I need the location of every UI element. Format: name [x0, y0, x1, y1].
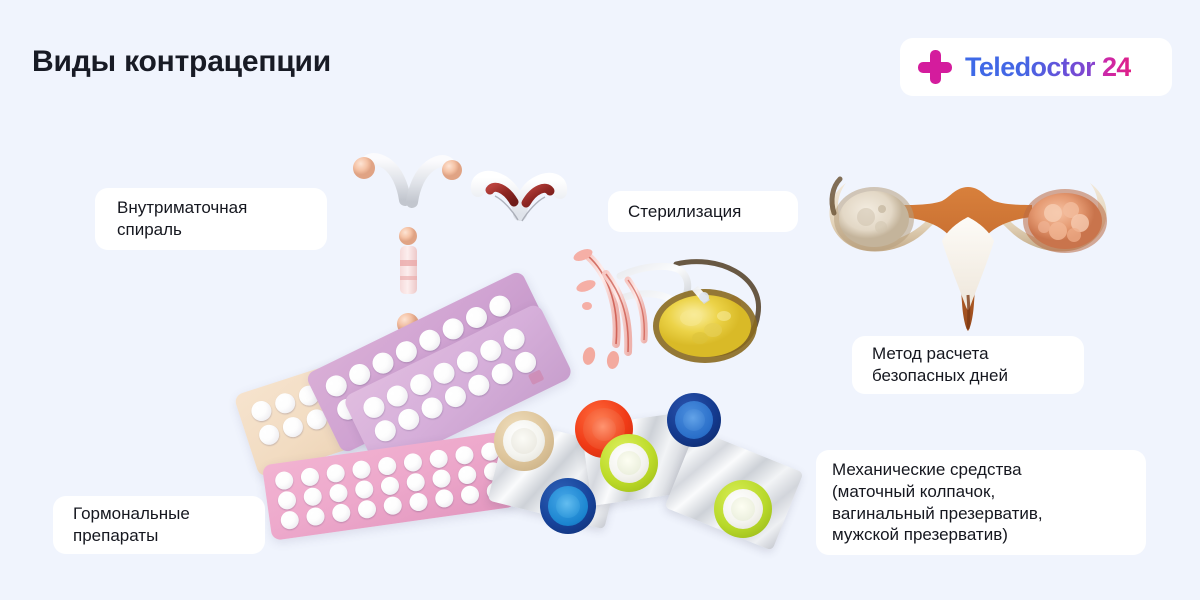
callout-hormonal-label: Гормональные препараты — [73, 504, 190, 545]
blister-batch-mark — [527, 369, 545, 386]
brand-number: 24 — [1102, 51, 1131, 82]
tubal-ligation-diagram — [558, 248, 778, 390]
condom-navy — [667, 393, 721, 447]
condom-green-right — [714, 480, 772, 538]
medical-cross-icon — [918, 50, 952, 84]
callout-iud: Внутриматочная спираль — [95, 188, 327, 250]
condom-blue — [540, 478, 596, 534]
callout-mechanical: Механические средства (маточный колпачок… — [816, 450, 1146, 555]
callout-iud-label: Внутриматочная спираль — [117, 198, 248, 239]
iud-copper-t-illustration — [345, 148, 475, 358]
callout-safe-days-label: Метод расчета безопасных дней — [872, 344, 1008, 385]
callout-sterilization: Стерилизация — [608, 191, 798, 232]
page-title: Виды контрацепции — [32, 45, 332, 78]
callout-mechanical-label: Механические средства (маточный колпачок… — [832, 460, 1043, 545]
callout-sterilization-label: Стерилизация — [628, 201, 742, 221]
condom-green-left — [600, 434, 658, 492]
condom-red — [575, 400, 633, 458]
uterus-cross-section-illustration — [818, 143, 1118, 333]
callout-safe-days: Метод расчета безопасных дней — [852, 336, 1084, 394]
condom-beige — [494, 411, 554, 471]
brand-name: Teledoctor — [965, 51, 1096, 82]
callout-hormonal: Гормональные препараты — [53, 496, 265, 554]
